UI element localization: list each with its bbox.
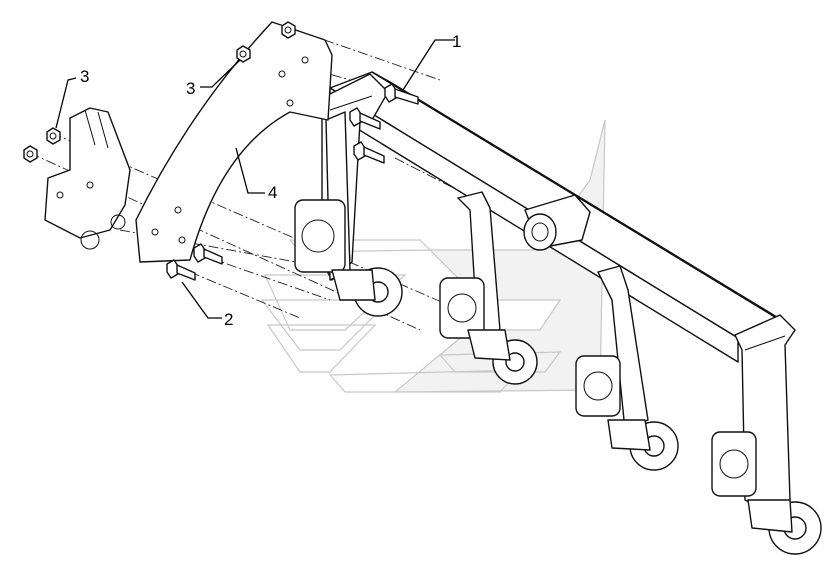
nut-set [23,21,296,163]
nut-icon [236,45,251,63]
left-mounting-bracket [44,107,131,250]
tine-arm-3 [575,265,679,471]
nut-icon [281,21,296,39]
leader-lines [55,39,455,319]
bolt-icon [166,259,196,281]
callout-2: 2 [224,310,233,329]
curved-plate-part-4 [135,21,333,263]
callout-4: 4 [268,183,277,202]
bolt-icon [353,141,385,164]
callout-3-upper: 3 [186,79,195,98]
nut-icon [23,145,38,163]
bolt-icon [349,107,381,130]
callout-1: 1 [452,32,461,51]
bolt-icon [193,243,223,265]
bolt-set [166,83,419,281]
beam-middle-bracket [523,194,591,251]
nut-icon [46,127,61,145]
bolt-icon [384,83,419,105]
tine-arm-2 [439,191,538,385]
tine-arm-1 [294,111,403,317]
beam-end-bracket-right [711,314,822,555]
callout-3-left: 3 [80,67,89,86]
